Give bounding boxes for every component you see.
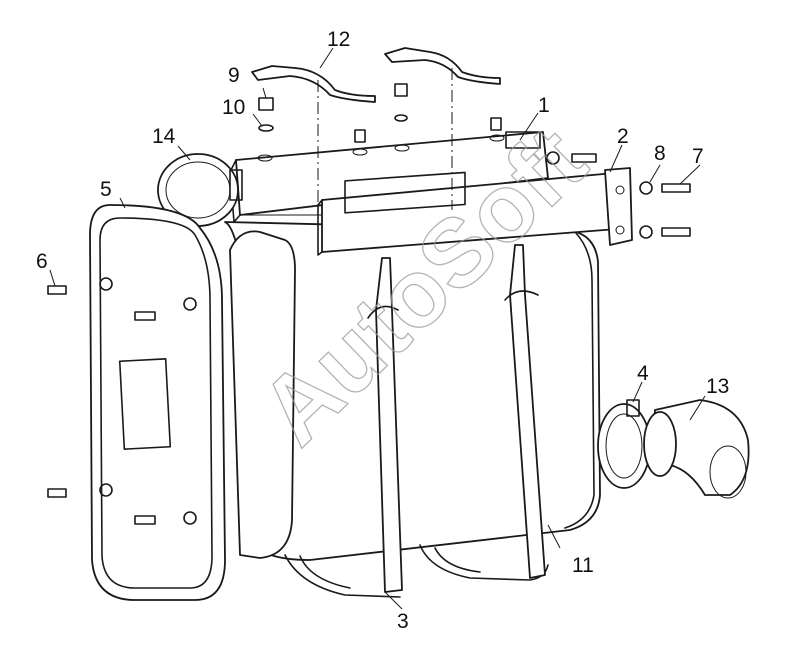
callout-9: 9 [228, 64, 240, 87]
fasteners [47, 83, 691, 525]
hanger-bracket [317, 167, 633, 256]
outlet-assembly [597, 399, 750, 499]
callout-8: 8 [654, 142, 666, 165]
callout-7: 7 [692, 145, 704, 168]
callout-10: 10 [222, 96, 245, 119]
muffler-body [224, 221, 601, 561]
top-plate [229, 131, 549, 223]
top-straps [251, 47, 501, 103]
callout-13: 13 [706, 375, 729, 398]
callout-6: 6 [36, 250, 48, 273]
callout-3: 3 [397, 610, 409, 633]
leader-lines [49, 47, 706, 610]
callout-1: 1 [538, 94, 550, 117]
lower-straps [284, 544, 549, 598]
front-cover [89, 204, 296, 601]
callout-5: 5 [100, 178, 112, 201]
straps [367, 244, 546, 593]
callout-4: 4 [637, 362, 649, 385]
callout-14: 14 [152, 125, 176, 148]
callout-2: 2 [617, 125, 629, 148]
callout-12: 12 [327, 28, 350, 51]
center-lines [317, 68, 453, 250]
clamp-ring-14 [157, 153, 243, 227]
callout-11: 11 [572, 554, 594, 577]
